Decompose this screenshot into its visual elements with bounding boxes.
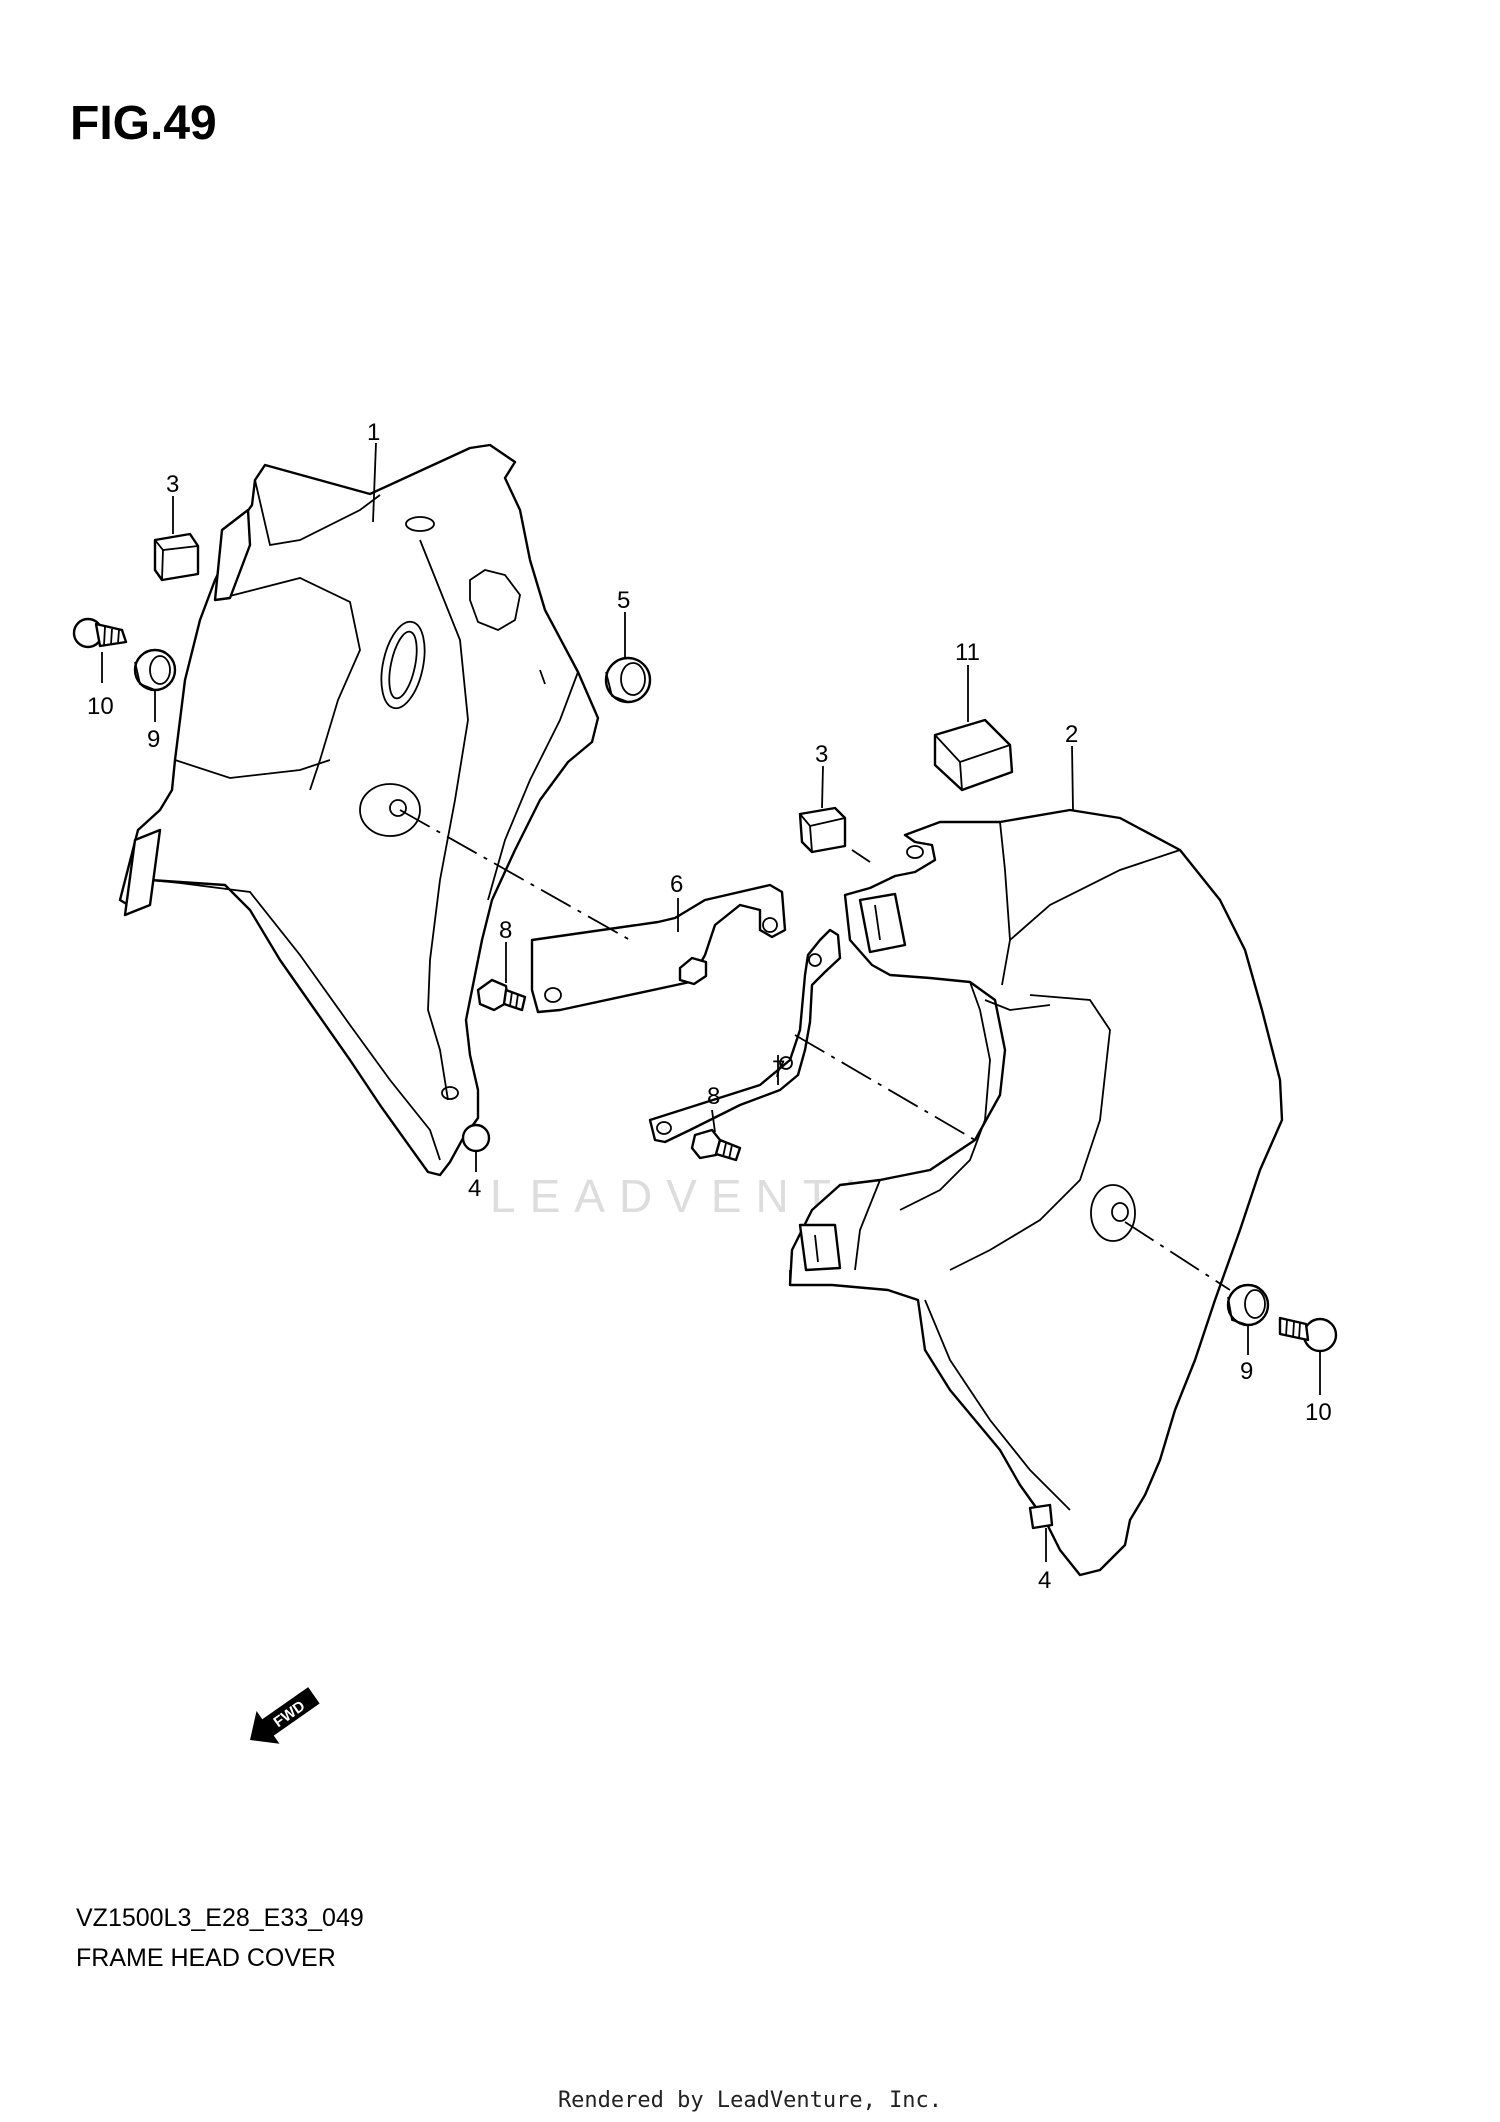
alignment-line-right-top	[851, 849, 871, 863]
bracket-7	[648, 928, 842, 1144]
callout-5: 5	[617, 587, 630, 614]
bolt-10-left	[72, 617, 128, 649]
figure-title: FIG.49	[70, 97, 217, 150]
right-frame-head-cover	[788, 808, 1284, 1577]
cushion-3-right	[798, 806, 847, 854]
model-code: VZ1500L3_E28_E33_049	[76, 1904, 364, 1932]
callout-9-right: 9	[1240, 1358, 1253, 1385]
figure-description: FRAME HEAD COVER	[76, 1944, 336, 1972]
plug-4-right	[1028, 1503, 1054, 1530]
callout-10-left: 10	[87, 693, 114, 720]
callout-7: 7	[772, 1056, 785, 1083]
callout-1: 1	[367, 419, 380, 446]
cushion-3-left	[153, 532, 200, 582]
callout-4-right: 4	[1038, 1567, 1051, 1594]
callout-8-lower: 8	[707, 1083, 720, 1110]
render-credit-footer: Rendered by LeadVenture, Inc.	[557, 2088, 943, 2113]
plug-4-left	[461, 1123, 491, 1153]
callout-9-left: 9	[147, 726, 160, 753]
callout-10-right: 10	[1305, 1399, 1332, 1426]
bolt-10-right	[1278, 1316, 1338, 1353]
callout-6: 6	[670, 871, 683, 898]
grommet-9-left	[133, 648, 177, 692]
grommet-9-right	[1226, 1283, 1270, 1327]
pad-11	[933, 718, 1014, 792]
leader-lines	[101, 442, 1321, 1562]
grommet-5	[604, 656, 652, 704]
callout-3-right: 3	[815, 741, 828, 768]
callout-4-left: 4	[468, 1175, 481, 1202]
callout-3-left: 3	[166, 471, 179, 498]
bracket-6	[530, 883, 787, 1014]
screw-8-lower	[690, 1128, 742, 1162]
alignment-line-left	[399, 809, 631, 941]
alignment-line-right-grommet	[1124, 1221, 1231, 1291]
callout-8-upper: 8	[499, 917, 512, 944]
alignment-line-right-bracket	[794, 1034, 976, 1141]
callout-2: 2	[1065, 721, 1078, 748]
screw-8-upper	[476, 978, 527, 1012]
fwd-arrow-icon: FWD	[250, 1687, 320, 1744]
left-frame-head-cover	[118, 443, 600, 1177]
callout-11: 11	[955, 639, 980, 666]
